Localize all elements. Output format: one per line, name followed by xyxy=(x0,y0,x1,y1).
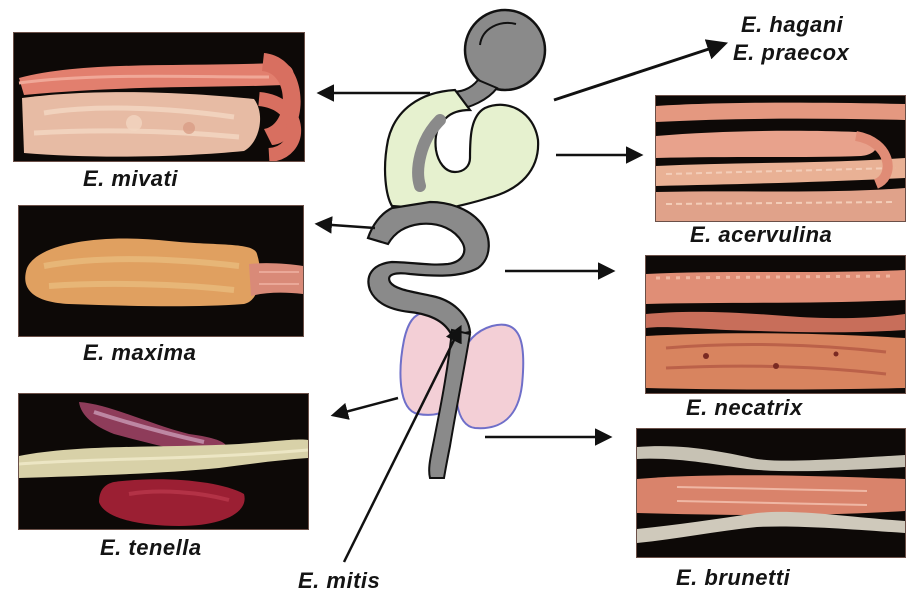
label-brunetti: E. brunetti xyxy=(676,565,790,591)
gizzard-shape xyxy=(450,10,545,110)
arrow-to-tenella xyxy=(334,398,398,415)
label-maxima: E. maxima xyxy=(83,340,196,366)
label-tenella: E. tenella xyxy=(100,535,202,561)
arrow-to-hagani-praecox xyxy=(554,44,724,100)
label-mitis: E. mitis xyxy=(298,568,380,594)
label-necatrix: E. necatrix xyxy=(686,395,803,421)
arrow-to-maxima xyxy=(318,224,375,228)
label-praecox: E. praecox xyxy=(733,40,849,66)
duodenal-loop-shape xyxy=(385,90,538,210)
label-hagani: E. hagani xyxy=(741,12,843,38)
label-acervulina: E. acervulina xyxy=(690,222,832,248)
label-mivati: E. mivati xyxy=(83,166,178,192)
